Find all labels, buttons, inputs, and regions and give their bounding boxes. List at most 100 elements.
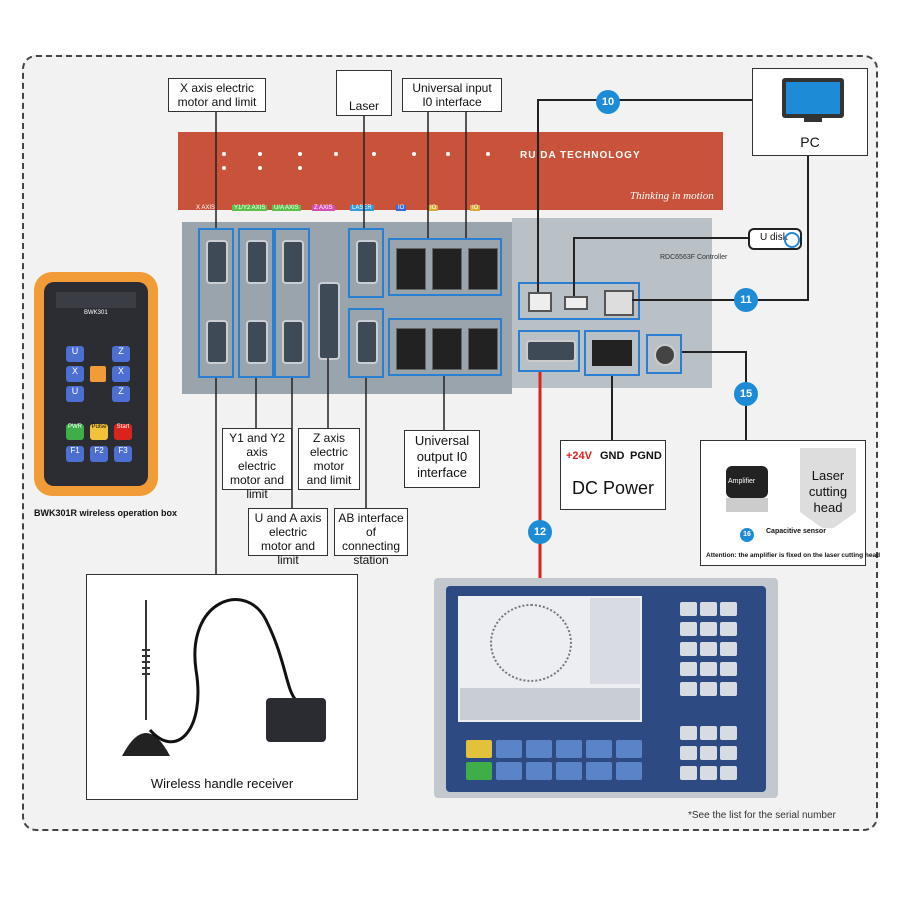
function-key (556, 740, 582, 758)
db-connector-ab (356, 320, 378, 364)
port-label-io3: IO (470, 205, 481, 211)
led (222, 166, 226, 170)
label-ab-interface: AB interface of connecting station (334, 508, 408, 567)
dc-24v-label: +24V (566, 450, 592, 462)
io-input-terminal-3 (468, 248, 498, 290)
db-connector-laser (356, 240, 378, 284)
db-connector-x-bottom (206, 320, 228, 364)
function-key (526, 740, 552, 758)
wire-pc-usb (537, 99, 752, 292)
power-connector (592, 340, 632, 366)
db-connector-x-top (206, 240, 228, 284)
key-x-right: X (112, 366, 130, 382)
led (334, 152, 338, 156)
handheld-screen (56, 292, 136, 308)
io-input-terminal-2 (432, 248, 462, 290)
function-key (466, 762, 492, 780)
led (446, 152, 450, 156)
db-connector-ua-top (282, 240, 304, 284)
port-label-x: X AXIS (196, 205, 216, 211)
function-key (586, 762, 612, 780)
arrow-key (700, 746, 717, 760)
highlight-io-output (388, 318, 502, 376)
numpad-key (720, 682, 737, 696)
key-f1: F1 (66, 446, 84, 462)
key-f3: F3 (114, 446, 132, 462)
controller-top-panel (178, 132, 723, 210)
io-output-terminal-3 (468, 328, 498, 370)
function-key (496, 740, 522, 758)
badge-12: 12 (528, 520, 552, 544)
numpad-key (700, 642, 717, 656)
function-key (526, 762, 552, 780)
port-label-ua: U/A AXIS (272, 205, 301, 211)
handheld-model: BWK301 (84, 310, 108, 316)
led (372, 152, 376, 156)
db-connector-y-top (246, 240, 268, 284)
arrow-key (720, 726, 737, 740)
numpad-key (680, 662, 697, 676)
highlight-sensor (646, 334, 682, 374)
dc-gnd-label: GND (600, 450, 625, 462)
key-z-down: Z (112, 386, 130, 402)
badge-16: 16 (740, 528, 754, 542)
panel-screen-graphic (490, 604, 572, 682)
wire-pc-ethernet (632, 156, 809, 301)
badge-11: 11 (734, 288, 758, 312)
usb-b-port (528, 292, 552, 312)
led (258, 166, 262, 170)
arrow-up-key (700, 726, 717, 740)
label-universal-output: Universal output I0 interface (404, 430, 480, 488)
label-amplifier: Amplifier (728, 478, 756, 485)
key-pulse: Pulse (90, 424, 108, 440)
dpad-center (90, 366, 106, 382)
numpad-key (700, 662, 717, 676)
dc-power-title: DC Power (571, 478, 655, 498)
receiver-illustration (122, 598, 326, 756)
badge-10: 10 (596, 90, 620, 114)
function-key (616, 762, 642, 780)
key-u-down: U (66, 386, 84, 402)
port-label-laser: LASER (350, 205, 374, 211)
io-input-terminal-1 (396, 248, 426, 290)
port-label-y: Y1/Y2 AXIS (232, 205, 268, 211)
numpad-key (680, 602, 697, 616)
label-udisk: U disk (760, 232, 788, 243)
numpad-key (720, 622, 737, 636)
amplifier-device (726, 466, 768, 498)
wire-sensor (682, 351, 747, 460)
arrow-key (720, 766, 737, 780)
controller-brand: RUIDA TECHNOLOGY (520, 150, 641, 161)
dc-pgnd-label: PGND (630, 450, 662, 462)
key-start: Start (114, 424, 132, 440)
key-u-up: U (66, 346, 84, 362)
function-key (466, 740, 492, 758)
port-label-io2: IO (428, 205, 439, 211)
key-x-left: X (66, 366, 84, 382)
highlight-io-input (388, 238, 502, 296)
port-label-io1: IO (396, 205, 407, 211)
highlight-power (584, 330, 640, 376)
receiver-device (266, 698, 326, 742)
ethernet-port (604, 290, 634, 316)
highlight-y-port (238, 228, 274, 378)
key-z-up: Z (112, 346, 130, 362)
db-connector-y-bottom (246, 320, 268, 364)
label-u-a-axis: U and A axis electric motor and limit (248, 508, 328, 567)
numpad-key (680, 642, 697, 656)
label-laser: Laser (336, 70, 392, 116)
badge-15: 15 (734, 382, 758, 406)
numpad-key (720, 662, 737, 676)
wire-udisk (573, 237, 748, 296)
panel-screen-sidebar (590, 598, 640, 684)
db-connector-z (318, 282, 340, 360)
udisk-plug-icon (784, 232, 800, 248)
numpad-key (700, 682, 717, 696)
label-wireless-box: BWK301R wireless operation box (34, 508, 178, 518)
label-pc: PC (800, 134, 820, 150)
arrow-key (680, 766, 697, 780)
label-attention: Attention: the amplifier is fixed on the… (706, 552, 881, 559)
sensor-connector (654, 344, 676, 366)
highlight-laser-port (348, 228, 384, 298)
numpad-key (680, 682, 697, 696)
